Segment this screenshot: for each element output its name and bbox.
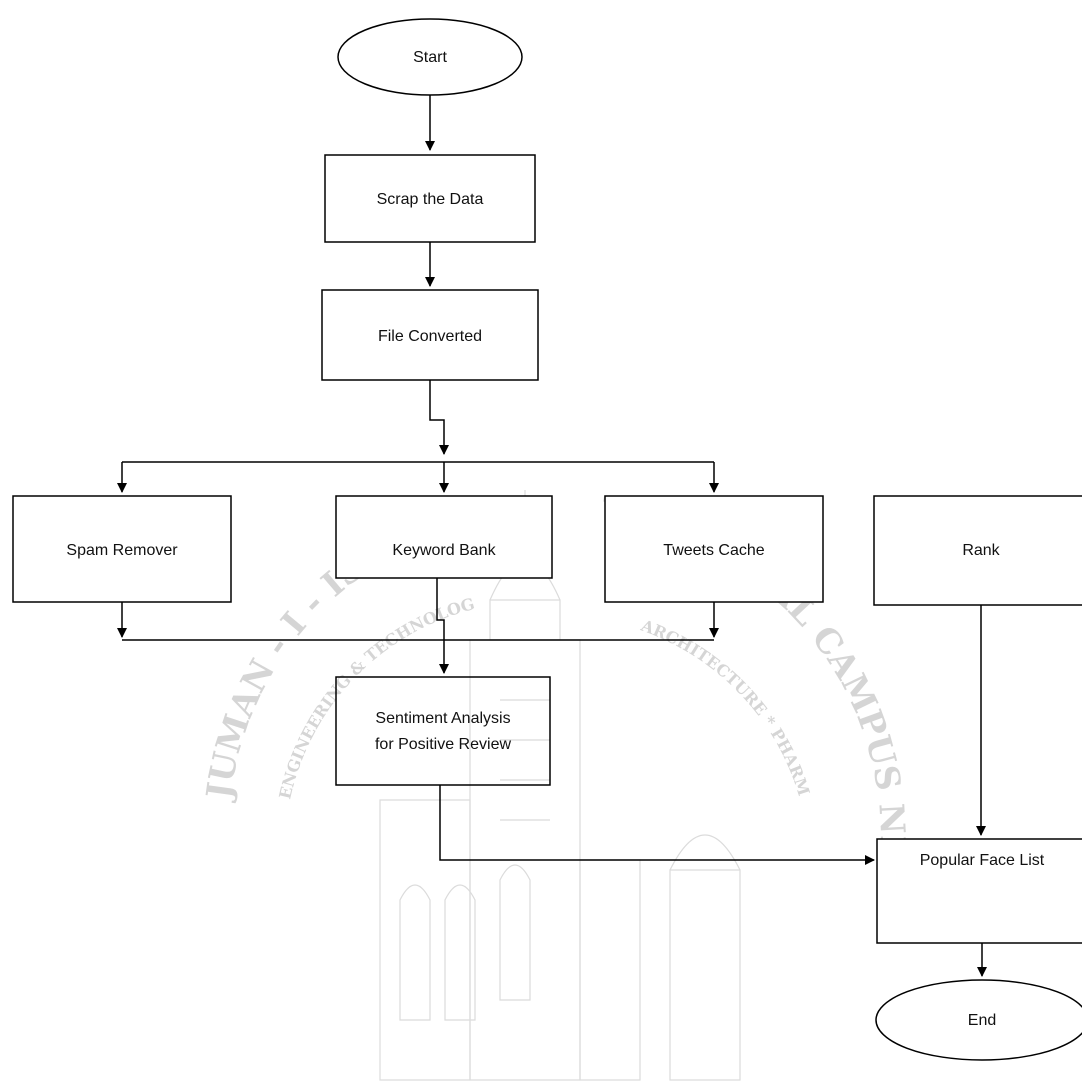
edge-file-split (429, 380, 449, 455)
node-spam: Spam Remover (12, 495, 232, 603)
node-sentiment: Sentiment Analysis for Positive Review (335, 676, 551, 786)
node-keyword: Keyword Bank (335, 495, 553, 579)
edges (117, 95, 987, 977)
node-start-label: Start (413, 49, 447, 66)
edge-sentiment-popular (439, 785, 875, 865)
node-start: Start (337, 18, 523, 96)
node-popular-label: Popular Face List (920, 852, 1045, 869)
node-file-label: File Converted (378, 328, 482, 345)
node-keyword-label: Keyword Bank (392, 542, 496, 559)
node-tweets: Tweets Cache (604, 495, 824, 603)
node-rank: Rank (873, 495, 1082, 606)
node-end-label: End (968, 1012, 996, 1029)
node-rank-label: Rank (962, 542, 1000, 559)
node-end: End (875, 979, 1082, 1061)
edge-keyword-sentiment (436, 578, 449, 674)
watermark-text-inner-right: ARCHITECTURE * PHARMACY (0, 0, 814, 798)
node-tweets-label: Tweets Cache (663, 542, 764, 559)
node-file: File Converted (321, 289, 539, 381)
node-spam-label: Spam Remover (66, 542, 178, 559)
node-sentiment-label-line1: Sentiment Analysis (375, 710, 510, 727)
node-scrap: Scrap the Data (324, 154, 536, 243)
node-popular: Popular Face List (876, 838, 1082, 944)
node-scrap-label: Scrap the Data (377, 191, 484, 208)
node-sentiment-label-line2: for Positive Review (375, 736, 511, 753)
watermark-text-left: JUMAN - I - ISLAM'S KALSEKAR (0, 0, 492, 804)
